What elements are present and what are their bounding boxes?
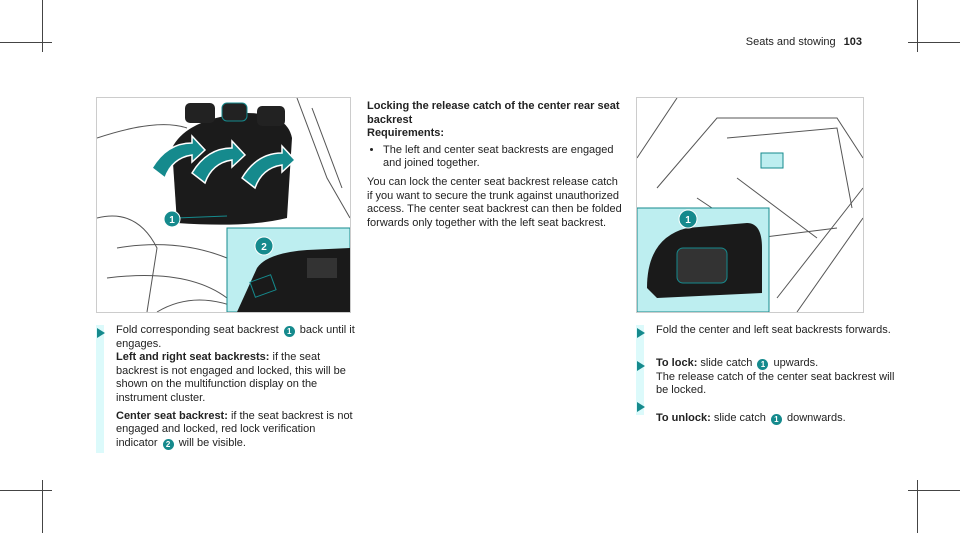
figure-callout-1: 1 [685,215,691,226]
callout-badge: 1 [283,326,295,337]
step-label: To lock: [656,357,698,369]
step-arrow-icon [637,361,645,371]
step-text: slide catch [697,357,753,369]
callout-badge: 1 [770,413,782,425]
step-lock-result: The release catch of the center seat bac… [656,370,895,397]
crop-mark [908,490,960,491]
rear-seat-figure: 1 2 [96,97,351,313]
callout-badge: 2 [162,438,174,450]
step-unlock: To unlock: slide catch 1 downwards. [656,412,896,426]
release-catch-figure: 1 [636,97,864,313]
middle-section: Locking the release catch of the center … [367,100,622,230]
crop-mark [917,0,918,52]
rear-seat-illustration: 1 2 [97,98,350,312]
crop-mark [0,490,52,491]
step-text: Fold corresponding seat backrest [116,324,279,336]
crop-mark [42,0,43,52]
crop-mark [0,42,52,43]
note-label: Left and right seat backrests: [116,351,270,364]
step-label: To unlock: [656,411,711,424]
right-instructions: Fold the center and left seat backrests … [656,324,896,425]
left-instructions: Fold corresponding seat backrest 1 back … [116,324,356,450]
figure-callout-1: 1 [169,215,175,226]
figure-callout-2: 2 [261,242,267,253]
step-text: slide catch [710,411,766,424]
step-text: upwards. [773,357,819,369]
crop-mark [42,480,43,533]
requirement-item: The left and center seat backrests are e… [383,144,622,171]
step-lock: To lock: slide catch 1 upwards. [656,357,896,371]
body-text: You can lock the center seat backrest re… [367,175,622,229]
step-arrow-icon [637,328,645,338]
step-text: back until it engages. [116,324,355,350]
step-arrow-icon [97,328,105,338]
note-left-right: Left and right seat backrests: if the se… [116,351,356,405]
instruction-strip [96,325,104,453]
step-fold-backrest: Fold corresponding seat backrest 1 back … [116,324,356,351]
page-number: 103 [843,36,862,48]
note-text: if the seat backrest is not engaged and … [116,351,346,404]
crop-mark [908,42,960,43]
note-label: Center seat backrest: [116,409,228,422]
release-catch-illustration: 1 [637,98,863,312]
requirements-label: Requirements: [367,127,445,140]
section-title: Seats and stowing [745,36,836,48]
step-arrow-icon [637,402,645,412]
crop-mark [917,480,918,533]
section-heading: Locking the release catch of the center … [367,100,620,126]
note-text: will be visible. [178,436,246,449]
note-center: Center seat backrest: if the seat backre… [116,410,356,451]
callout-badge: 1 [757,359,769,370]
note-text: if the seat backrest is not engaged and … [116,409,353,449]
requirements-list: The left and center seat backrests are e… [367,144,622,171]
step-fold-forwards: Fold the center and left seat backrests … [656,324,891,336]
page-header: Seats and stowing 103 [746,36,862,50]
step-text: downwards. [786,411,846,424]
